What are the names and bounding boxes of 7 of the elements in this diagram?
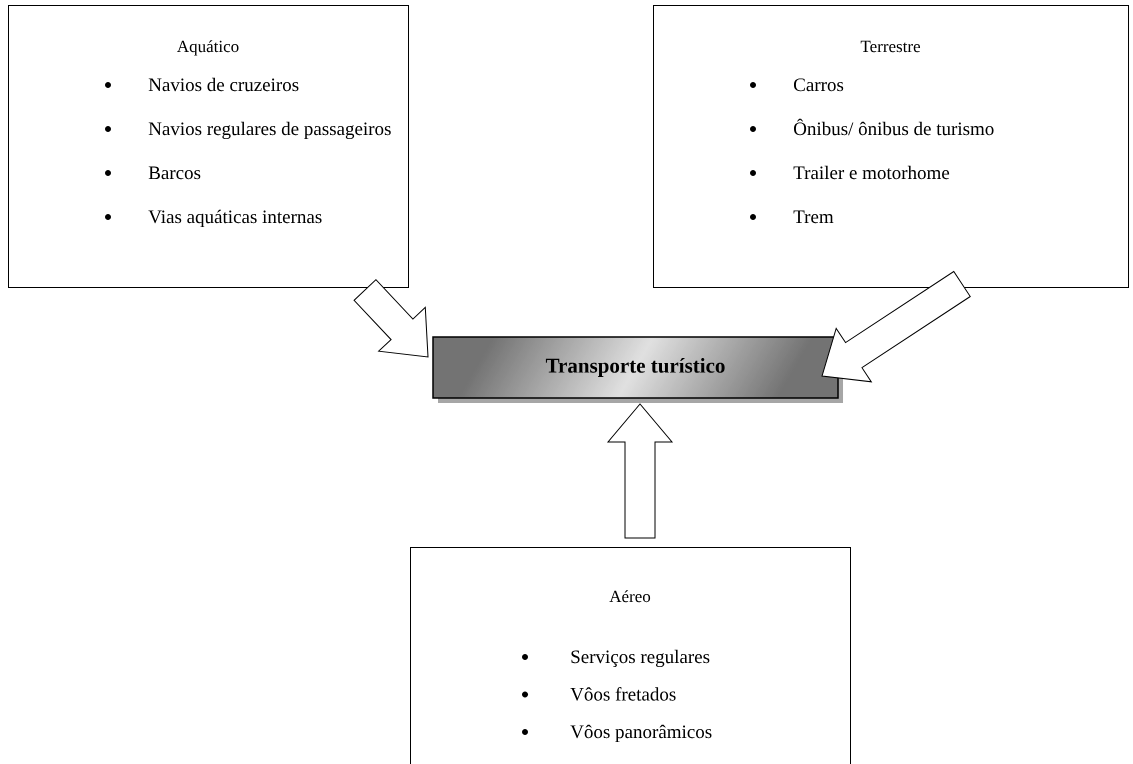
category-box: Terrestre Carros Ônibus/ ônibus de turismo Trailer e motorhome Trem [653, 5, 1129, 288]
category-box: Aquático Navios de cruzeiros Navios regulares de passageiros Barcos Vias aquáticas internas [8, 5, 409, 288]
block-arrow [607, 403, 673, 539]
block-arrow [353, 279, 429, 358]
block-arrow [821, 270, 971, 383]
category-box: Aéreo Serviços regulares Vôos fretados Vôos panorâmicos [410, 547, 851, 764]
title-box: Transporte turístico [432, 336, 843, 403]
